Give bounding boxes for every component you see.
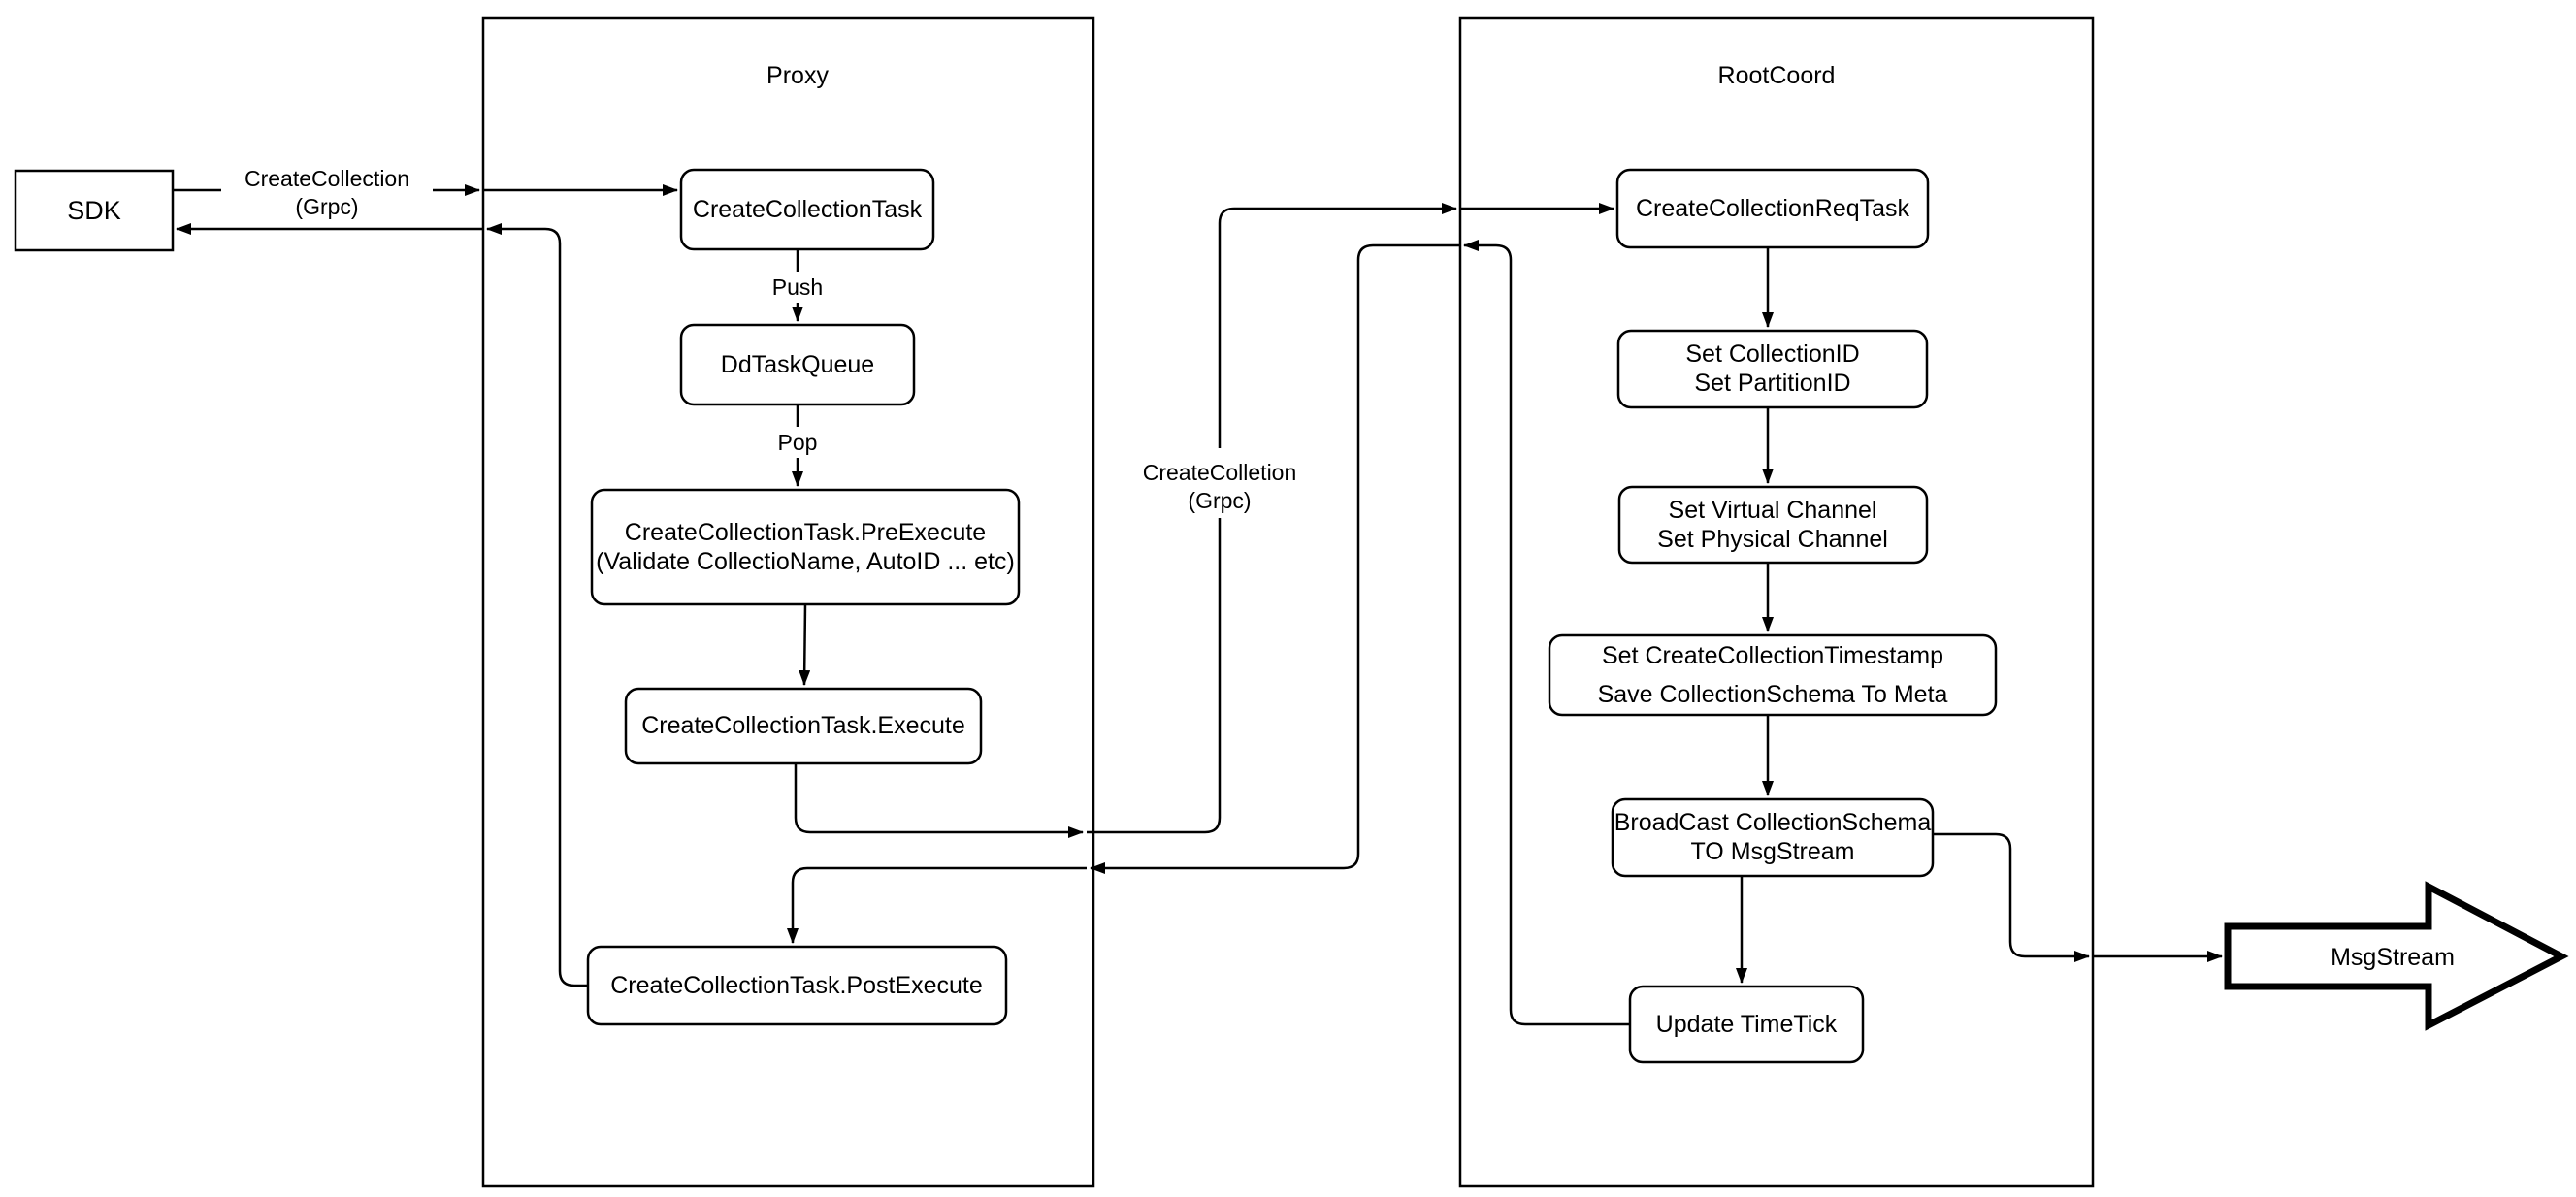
label-proxy-call: CreateColletion (Grpc) [1118, 448, 1323, 518]
node-set-collection-id: Set CollectionID Set PartitionID [1616, 329, 1929, 409]
svg-text:Push: Push [772, 275, 823, 300]
node-set-virtual-channel: Set Virtual Channel Set Physical Channel [1617, 485, 1929, 565]
svg-text:CreateCollectionReqTask: CreateCollectionReqTask [1636, 195, 1910, 222]
proxy-title: Proxy [766, 62, 829, 89]
edge-proxy-border-to-postexecute [787, 866, 1087, 944]
node-pre-execute: CreateCollectionTask.PreExecute (Validat… [590, 488, 1021, 606]
svg-text:TO MsgStream: TO MsgStream [1690, 838, 1854, 865]
edge-broadcast-to-rootcoord-border [1933, 832, 2090, 962]
svg-text:(Grpc): (Grpc) [1188, 488, 1251, 513]
svg-text:Set Virtual Channel: Set Virtual Channel [1669, 497, 1877, 524]
svg-text:CreateCollection: CreateCollection [245, 166, 409, 191]
node-broadcast-collection-schema: BroadCast CollectionSchema TO MsgStream [1611, 797, 1935, 878]
svg-text:Set CollectionID: Set CollectionID [1685, 340, 1859, 368]
node-create-collection-task: CreateCollectionTask [679, 168, 935, 251]
svg-text:Pop: Pop [778, 430, 818, 455]
svg-text:CreateCollectionTask.Execute: CreateCollectionTask.Execute [641, 712, 965, 739]
svg-text:Set CreateCollectionTimestamp: Set CreateCollectionTimestamp [1602, 642, 1943, 669]
node-create-collection-req-task: CreateCollectionReqTask [1615, 168, 1930, 249]
svg-text:MsgStream: MsgStream [2331, 944, 2455, 971]
node-post-execute: CreateCollectionTask.PostExecute [586, 945, 1008, 1026]
svg-text:Set PartitionID: Set PartitionID [1694, 370, 1850, 397]
svg-text:Save CollectionSchema To Meta: Save CollectionSchema To Meta [1598, 681, 1948, 708]
edge-postexecute-to-proxy-border-return [486, 223, 588, 987]
svg-text:CreateColletion: CreateColletion [1143, 460, 1297, 485]
svg-text:BroadCast CollectionSchema: BroadCast CollectionSchema [1614, 809, 1932, 836]
node-dd-task-queue: DdTaskQueue [679, 323, 916, 406]
edge-preexecute-to-execute [799, 603, 811, 686]
svg-text:Update TimeTick: Update TimeTick [1656, 1011, 1838, 1038]
edge-rootcoord-to-proxy-border-return [1090, 243, 1460, 874]
svg-text:(Grpc): (Grpc) [295, 194, 358, 219]
msgstream-arrow-shape [2224, 881, 2569, 1031]
edge-updatetimetick-to-rootcoord-border [1463, 240, 1630, 1026]
svg-text:DdTaskQueue: DdTaskQueue [721, 351, 874, 378]
svg-text:CreateCollectionTask.PostExecu: CreateCollectionTask.PostExecute [610, 972, 983, 999]
svg-text:Set Physical Channel: Set Physical Channel [1657, 526, 1888, 553]
edge-execute-to-proxy-border [794, 763, 1084, 838]
node-sdk: SDK [14, 169, 175, 252]
node-update-timetick: Update TimeTick [1628, 985, 1865, 1064]
node-set-create-collection-timestamp: Set CreateCollectionTimestamp Save Colle… [1548, 633, 1998, 717]
edge-proxy-to-rootcoord-grpc [1087, 203, 1457, 834]
rootcoord-title: RootCoord [1718, 62, 1836, 89]
label-sdk-call: CreateCollection (Grpc) [221, 161, 433, 221]
label-push: Push [765, 272, 831, 303]
node-execute: CreateCollectionTask.Execute [624, 687, 983, 765]
svg-text:CreateCollectionTask: CreateCollectionTask [693, 196, 923, 223]
node-msgstream-arrow: MsgStream [2224, 881, 2569, 1031]
svg-text:SDK: SDK [67, 196, 121, 225]
svg-text:CreateCollectionTask.PreExecut: CreateCollectionTask.PreExecute [625, 519, 986, 546]
svg-text:(Validate CollectioName, AutoI: (Validate CollectioName, AutoID ... etc) [596, 548, 1015, 575]
label-pop: Pop [767, 427, 828, 458]
